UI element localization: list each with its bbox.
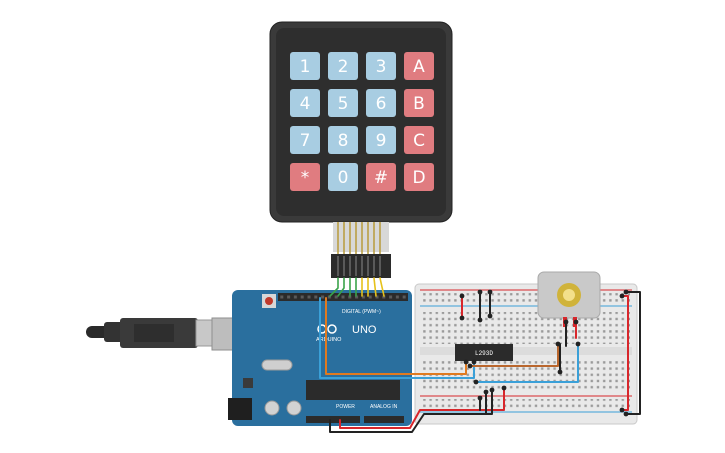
analog-label: ANALOG IN	[370, 404, 398, 410]
keypad-ribbon-cable	[331, 222, 391, 278]
power-jack[interactable]	[228, 398, 252, 420]
key-face[interactable]	[290, 89, 320, 117]
wire-endpoints	[459, 289, 629, 417]
crystal-oscillator	[261, 359, 293, 371]
key-7[interactable]: 7	[290, 126, 320, 154]
key-label: *	[301, 168, 310, 188]
atmega-chip	[306, 380, 400, 400]
key-label: C	[413, 131, 425, 151]
wire-yellow[interactable]	[373, 277, 377, 297]
key-label: 6	[376, 94, 387, 114]
wire-black[interactable]	[329, 389, 493, 433]
key-label: #	[374, 168, 388, 188]
key-face[interactable]	[328, 89, 358, 117]
wire-yellow[interactable]	[379, 277, 385, 297]
wire-red[interactable]	[621, 295, 629, 411]
key-label: 9	[376, 131, 387, 151]
wire-green[interactable]	[337, 277, 345, 297]
key-face[interactable]	[404, 163, 434, 191]
arduino-uno[interactable]: DIGITAL (PWM~) UNO ARDUINO POWER ANALOG …	[228, 290, 412, 426]
key-face[interactable]	[404, 89, 434, 117]
wire-green[interactable]	[329, 277, 339, 297]
wire-blue[interactable]	[319, 297, 475, 379]
key-hash[interactable]: #	[366, 163, 396, 191]
l293d-driver-chip[interactable]: L293D	[455, 344, 513, 361]
key-label: 1	[300, 57, 311, 77]
key-1[interactable]: 1	[290, 52, 320, 80]
power-header[interactable]	[306, 416, 360, 423]
key-label: 8	[338, 131, 349, 151]
wires[interactable]	[319, 277, 641, 433]
key-a[interactable]: A	[404, 52, 434, 80]
brand-label: ARDUINO	[316, 337, 342, 343]
digital-label: DIGITAL (PWM~)	[342, 309, 381, 315]
keypad-connector	[331, 254, 391, 278]
breadboard[interactable]	[414, 283, 638, 425]
key-label: B	[413, 94, 425, 114]
key-face[interactable]	[366, 126, 396, 154]
key-face[interactable]	[404, 126, 434, 154]
key-face[interactable]	[290, 126, 320, 154]
key-6[interactable]: 6	[366, 89, 396, 117]
key-9[interactable]: 9	[366, 126, 396, 154]
wire-orange[interactable]	[469, 343, 559, 367]
key-label: 7	[300, 131, 311, 151]
key-3[interactable]: 3	[366, 52, 396, 80]
key-d[interactable]: D	[404, 163, 434, 191]
key-label: 5	[338, 94, 349, 114]
key-label: 2	[338, 57, 349, 77]
capacitor	[264, 400, 280, 416]
key-5[interactable]: 5	[328, 89, 358, 117]
key-face[interactable]	[366, 163, 396, 191]
key-c[interactable]: C	[404, 126, 434, 154]
keypad[interactable]: 1 2 3 A 4 5 6 B 7 8 9 C * 0 # D	[269, 21, 453, 223]
keypad-keys[interactable]: 1 2 3 A 4 5 6 B 7 8 9 C * 0 # D	[290, 52, 434, 191]
key-face[interactable]	[328, 52, 358, 80]
capacitor	[286, 400, 302, 416]
key-label: D	[412, 168, 425, 188]
wire-red[interactable]	[339, 387, 505, 429]
model-label: UNO	[352, 324, 377, 336]
key-0[interactable]: 0	[328, 163, 358, 191]
wire-orange[interactable]	[325, 297, 467, 375]
wire-black[interactable]	[625, 291, 641, 415]
key-label: 3	[376, 57, 387, 77]
key-4[interactable]: 4	[290, 89, 320, 117]
usb-cable[interactable]	[86, 317, 253, 351]
key-face[interactable]	[290, 163, 320, 191]
usb-plug	[195, 319, 215, 347]
key-face[interactable]	[366, 89, 396, 117]
power-label: POWER	[336, 404, 355, 410]
key-face[interactable]	[290, 52, 320, 80]
key-face[interactable]	[328, 126, 358, 154]
analog-header[interactable]	[364, 416, 404, 423]
chip-label: L293D	[475, 350, 493, 357]
key-2[interactable]: 2	[328, 52, 358, 80]
wire-blue[interactable]	[475, 343, 579, 383]
key-label: A	[413, 57, 425, 77]
key-label: 0	[338, 168, 349, 188]
key-face[interactable]	[328, 163, 358, 191]
key-label: 4	[300, 94, 311, 114]
key-b[interactable]: B	[404, 89, 434, 117]
key-face[interactable]	[366, 52, 396, 80]
key-star[interactable]: *	[290, 163, 320, 191]
key-8[interactable]: 8	[328, 126, 358, 154]
key-face[interactable]	[404, 52, 434, 80]
